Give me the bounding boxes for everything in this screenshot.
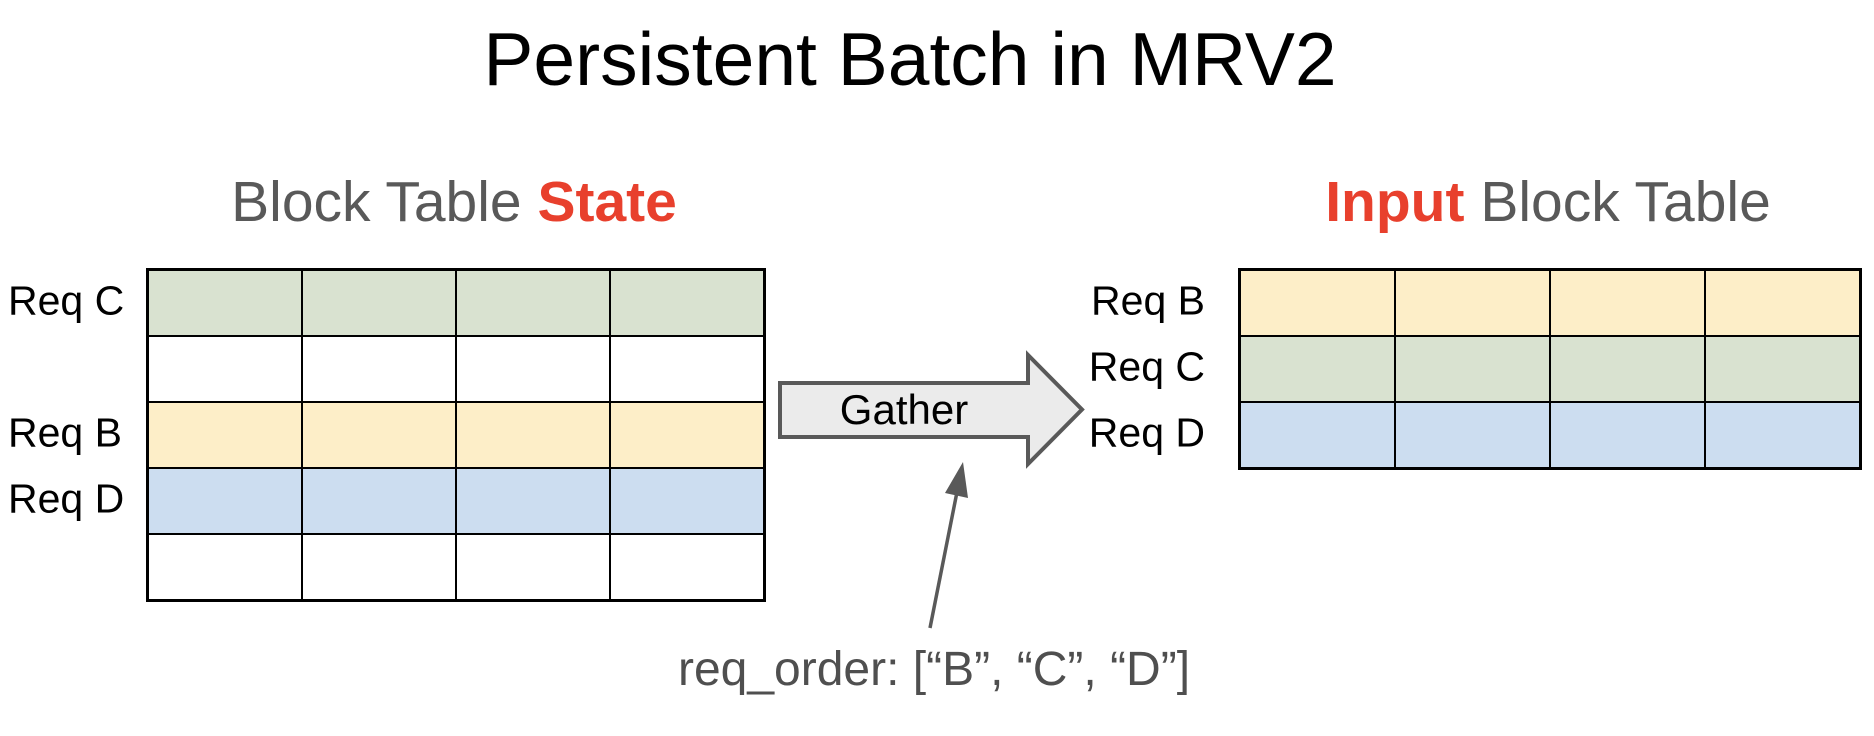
block-cell-yellow [1705, 270, 1860, 336]
block-cell-blue [1705, 402, 1860, 468]
row-label-req-b: Req B [8, 409, 122, 456]
block-cell-green [148, 270, 302, 336]
row-label-req-d: Req D [1088, 409, 1205, 456]
page-title: Persistent Batch in MRV2 [483, 17, 1337, 101]
block-cell-white [148, 336, 302, 402]
input-block-table [1238, 268, 1862, 470]
block-cell-yellow [1550, 270, 1705, 336]
block-cell-white [456, 534, 610, 600]
block-cell-yellow [1395, 270, 1550, 336]
block-cell-white [148, 534, 302, 600]
block-cell-white [610, 534, 764, 600]
block-cell-yellow [456, 402, 610, 468]
block-cell-green [1705, 336, 1860, 402]
block-cell-blue [1395, 402, 1550, 468]
block-cell-blue [1240, 402, 1395, 468]
row-label-req-b: Req B [1091, 277, 1205, 324]
state-table-title-plain: Block Table [231, 170, 538, 234]
block-cell-blue [148, 468, 302, 534]
row-label-req-c: Req C [1088, 343, 1205, 390]
input-table-title-plain: Block Table [1464, 170, 1771, 234]
state-table-title-emph: State [537, 170, 677, 234]
annotation-pointer-arrowhead-icon [945, 462, 968, 498]
block-cell-yellow [302, 402, 456, 468]
gather-arrow-label: Gather [839, 386, 969, 433]
annotation-pointer-line [928, 491, 959, 629]
input-table-title-emph: Input [1325, 170, 1465, 234]
block-cell-green [456, 270, 610, 336]
block-cell-green [610, 270, 764, 336]
block-cell-yellow [1240, 270, 1395, 336]
block-cell-blue [456, 468, 610, 534]
state-table-title: Block Table State [104, 168, 804, 236]
block-cell-green [1550, 336, 1705, 402]
block-cell-white [302, 336, 456, 402]
block-cell-white [456, 336, 610, 402]
req-order-annotation: req_order: [“B”, “C”, “D”] [677, 643, 1191, 696]
block-cell-white [302, 534, 456, 600]
block-cell-blue [610, 468, 764, 534]
state-block-table [146, 268, 766, 602]
row-label-req-d: Req D [8, 475, 125, 522]
block-cell-blue [1550, 402, 1705, 468]
block-cell-green [1395, 336, 1550, 402]
block-cell-yellow [148, 402, 302, 468]
block-cell-white [610, 336, 764, 402]
block-cell-green [1240, 336, 1395, 402]
gather-arrow-shape [778, 350, 1085, 469]
input-table-title: Input Block Table [1198, 168, 1874, 236]
row-label-req-c: Req C [8, 277, 125, 324]
block-cell-yellow [610, 402, 764, 468]
block-cell-blue [302, 468, 456, 534]
block-cell-green [302, 270, 456, 336]
